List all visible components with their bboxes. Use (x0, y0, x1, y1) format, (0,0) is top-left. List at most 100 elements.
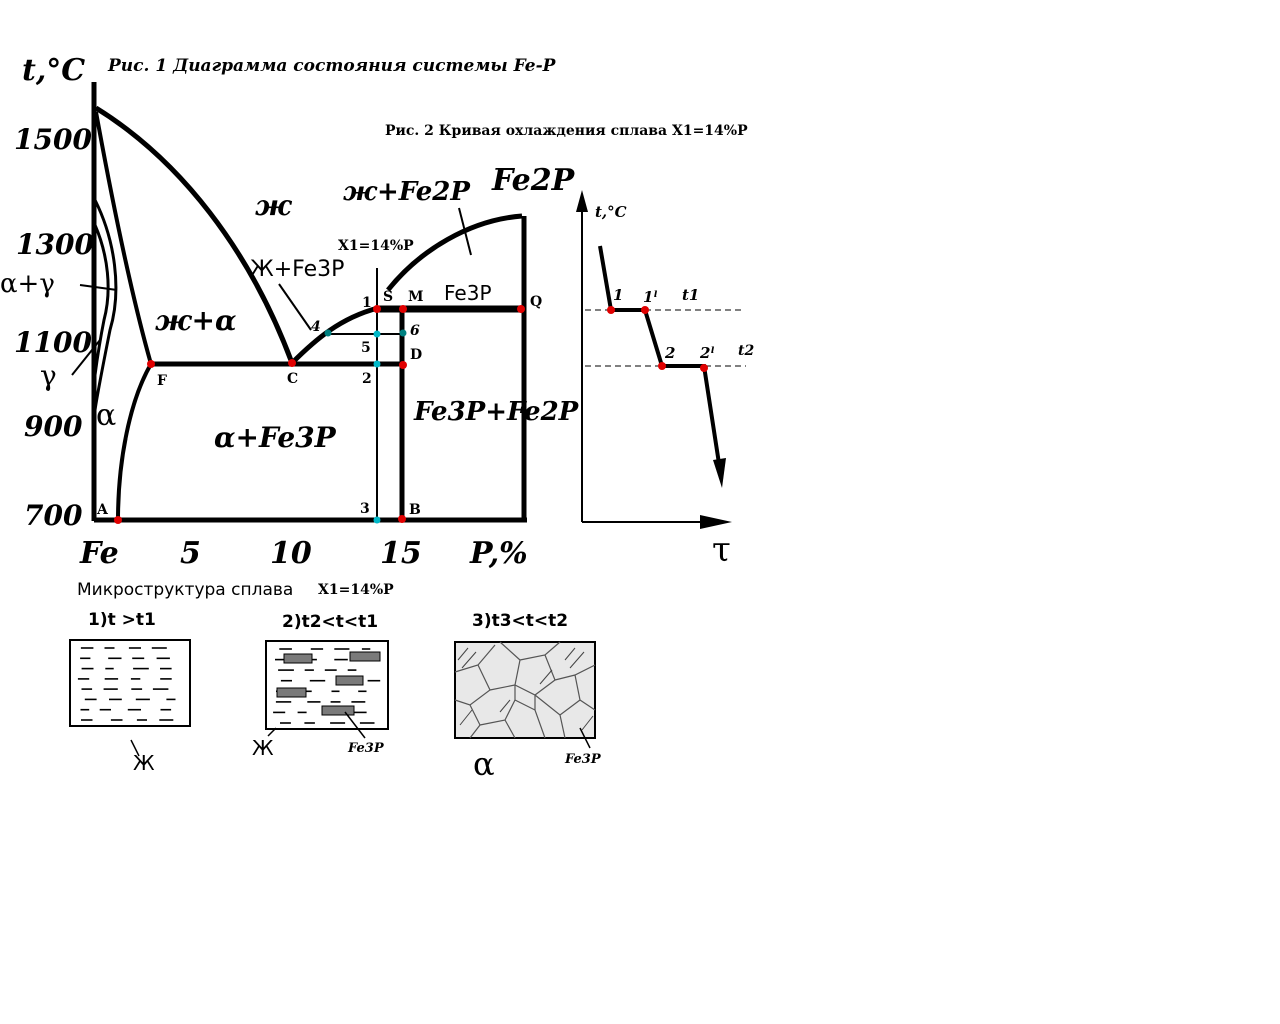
point-label-5: 5 (361, 340, 371, 356)
point-6 (399, 329, 407, 337)
hatch-line (461, 651, 477, 669)
label-liquid: ж (255, 189, 293, 222)
point-label-f: F (157, 373, 167, 389)
fig1-title: Рис. 1 Диаграмма состояния системы Fe-P (107, 56, 557, 76)
hatch-line (539, 669, 553, 685)
x-tick-p: P,% (469, 536, 528, 571)
y-tick-1300: 1300 (16, 228, 94, 261)
panel1-liquid-dashes (77, 647, 176, 721)
curve-point-1 (607, 306, 615, 314)
point-s (373, 305, 381, 313)
y-tick-1500: 1500 (14, 123, 92, 156)
panel1-caption: 1)t >t1 (88, 610, 156, 630)
curve-point-2 (658, 362, 666, 370)
y-tick-900: 900 (24, 410, 83, 443)
fig2-y-arrow (576, 190, 588, 212)
liquidus-fe2p (386, 213, 523, 292)
point-q (517, 305, 525, 313)
label-fe3p-fe2p: Fe3P+Fe2P (413, 397, 580, 427)
t1-label: t1 (682, 286, 699, 304)
point-5 (373, 330, 381, 338)
curve-label-1p: 1ˡ (643, 288, 658, 306)
point-label-a: A (96, 502, 109, 518)
fe3p-crystal (283, 653, 313, 664)
point-f (147, 360, 155, 368)
microstructures: Микроструктура сплава X1=14%P 1)t >t1 Ж … (69, 580, 602, 783)
panel1-box (69, 639, 191, 727)
hatch-line (564, 647, 576, 661)
fig2-x-label: τ (712, 530, 731, 570)
micro-alloy: X1=14%P (318, 582, 394, 598)
cooling-curve-line (598, 245, 722, 471)
y-axis-label: t,°C (22, 53, 85, 88)
label-fe3p: Fe3P (444, 281, 492, 305)
x-tick-fe: Fe (79, 536, 119, 571)
curve-point-2p (700, 364, 708, 372)
panel3-grains (454, 641, 596, 739)
solidus-fe-f (94, 111, 153, 365)
curve-label-1: 1 (613, 286, 623, 304)
leader-alpha-gamma (79, 284, 118, 291)
fig2-y-label: t,°C (595, 203, 627, 221)
fe3p-crystal (321, 705, 355, 716)
hatch-line (457, 647, 469, 661)
gamma-loop-inner (93, 224, 110, 376)
point-c (288, 359, 296, 367)
point-label-b: B (409, 502, 421, 518)
fe3p-crystal (335, 675, 364, 686)
point-label-q: Q (530, 294, 542, 310)
fe3p-crystal (349, 651, 381, 662)
label-gamma: γ (40, 359, 57, 392)
x-tick-15: 15 (380, 536, 422, 571)
point-label-s: S (383, 289, 393, 305)
liquidus-fe-c (94, 105, 295, 364)
point-b (398, 515, 406, 523)
leader-gamma (71, 339, 101, 376)
curve-point-1p (641, 306, 649, 314)
phase-diagram: Рис. 1 Диаграмма состояния системы Fe-P … (0, 53, 580, 571)
y-tick-1100: 1100 (14, 326, 92, 359)
point-label-2: 2 (362, 371, 372, 387)
point-3 (373, 516, 381, 524)
point-m (399, 305, 407, 313)
label-liquid-alpha: ж+α (155, 304, 237, 337)
point-label-1: 1 (362, 295, 372, 311)
hatch-line (569, 651, 585, 669)
point-a (114, 516, 122, 524)
label-alpha-fe3p: α+Fe3P (214, 421, 337, 454)
x-tick-5: 5 (180, 536, 201, 571)
label-fe2p: Fe2P (491, 163, 576, 198)
hatch-line (459, 709, 473, 726)
panel2-fe3p-crystals (276, 651, 381, 716)
gamma-loop-outer (93, 199, 118, 411)
panel3-leader-fe3p (579, 727, 591, 749)
panel2-label-liquid: Ж (252, 736, 274, 760)
cooling-curve: Рис. 2 Кривая охлаждения сплава X1=14%P … (385, 123, 754, 570)
alloy-label: X1=14%P (338, 238, 414, 254)
cooling-curve-arrow (713, 458, 726, 488)
x-tick-10: 10 (270, 536, 312, 571)
solvus-f-a (116, 362, 153, 521)
panel2-leader-liquid (267, 727, 277, 737)
panel3-label-alpha: α (473, 745, 495, 783)
label-liquid-fe3p: Ж+Fe3P (250, 257, 344, 282)
point-label-m: M (408, 289, 424, 305)
fig2-x-arrow (700, 515, 732, 529)
panel2-caption: 2)t2<t<t1 (282, 612, 378, 632)
panel1-label-liquid: Ж (133, 751, 155, 775)
point-label-c: C (287, 371, 298, 387)
fe3p-crystal (276, 687, 307, 698)
t2-label: t2 (738, 343, 754, 359)
hatch-line (581, 715, 594, 731)
micro-title: Микроструктура сплава (77, 580, 293, 600)
y-tick-700: 700 (24, 499, 83, 532)
label-liquid-fe2p: ж+Fe2P (343, 177, 471, 207)
fig2-title: Рис. 2 Кривая охлаждения сплава X1=14%P (385, 123, 748, 139)
panel2-leader-fe3p (344, 711, 366, 739)
leader-liquid-fe3p (278, 283, 312, 331)
panel3-label-fe3p: Fe3P (564, 752, 602, 767)
leader-liquid-fe2p (458, 207, 472, 256)
curve-label-2p: 2ˡ (699, 344, 715, 362)
point-label-4: 4 (311, 319, 321, 335)
